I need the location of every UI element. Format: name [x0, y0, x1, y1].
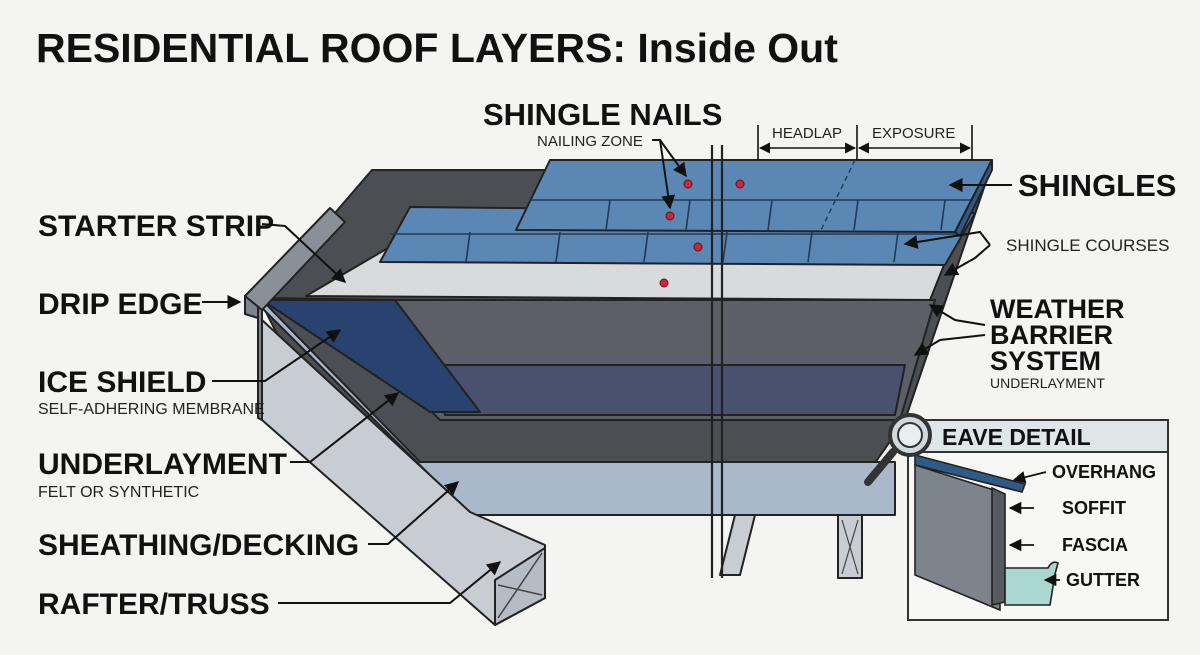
leader-rafter [278, 561, 502, 604]
label-sheathing: SHEATHING/DECKING [38, 529, 359, 562]
section-cut-line [710, 145, 724, 578]
rafter-end-x2 [497, 552, 543, 619]
label-starter-strip: STARTER STRIP [38, 210, 274, 243]
nail-3 [665, 211, 675, 221]
headlap-exposure-dimension [757, 125, 973, 160]
leader-weather-1 [928, 304, 986, 326]
leader-course-lower [943, 244, 991, 276]
label-nailing-zone: NAILING ZONE [537, 133, 643, 150]
leader-ice [212, 329, 342, 382]
label-weather-sub: UNDERLAYMENT [990, 375, 1105, 391]
label-weather-2: BARRIER [990, 320, 1113, 350]
shingle-course-upper [515, 159, 993, 233]
eave-detail-drawing [914, 453, 1059, 612]
underlayment-band-lower [429, 364, 906, 416]
label-drip-edge: DRIP EDGE [38, 288, 203, 321]
nail-4 [693, 242, 703, 252]
label-fascia: FASCIA [1062, 535, 1128, 555]
label-ice-shield: ICE SHIELD [38, 366, 206, 399]
leader-weather-2 [913, 334, 986, 356]
shingle-cutouts-lower [390, 231, 965, 263]
gable-edge [244, 207, 346, 311]
rafter-end-x1 [497, 584, 543, 596]
leader-course-upper [903, 230, 991, 249]
detail-roof-edge [914, 453, 1027, 493]
label-gutter: GUTTER [1066, 570, 1140, 590]
label-exposure: EXPOSURE [872, 125, 955, 142]
eave-detail-header [907, 419, 1169, 453]
leader-underlayment [290, 392, 400, 463]
leader-lines [202, 139, 1012, 604]
roof-structure [244, 159, 993, 626]
label-shingle-courses: SHINGLE COURSES [1006, 236, 1169, 255]
detail-gutter [1004, 561, 1059, 606]
leader-starter [261, 223, 347, 283]
label-ice-shield-sub: SELF-ADHERING MEMBRANE [38, 401, 265, 418]
page-title: RESIDENTIAL ROOF LAYERS: Inside Out [36, 25, 838, 71]
ice-shield-layer [261, 299, 481, 413]
leader-overhang [1012, 471, 1047, 484]
label-weather-1: WEATHER [990, 294, 1125, 324]
label-underlayment: UNDERLAYMENT [38, 448, 287, 481]
eave-detail-panel: EAVE DETAIL OVERHANG SOFFIT FASCIA GUTTE… [907, 419, 1169, 621]
nail-5 [659, 278, 669, 288]
eave-detail-title: EAVE DETAIL [942, 424, 1091, 450]
nail-2 [735, 179, 745, 189]
shingle-cutouts-upper [530, 199, 972, 231]
label-soffit: SOFFIT [1062, 498, 1126, 518]
magnifier-icon [864, 413, 932, 486]
detail-fascia [991, 486, 1006, 607]
label-shingles: SHINGLES [1018, 168, 1176, 203]
label-overhang: OVERHANG [1052, 462, 1156, 482]
label-rafter: RAFTER/TRUSS [38, 588, 270, 621]
headlap-dash-line [819, 159, 856, 233]
leader-nailing-zone-2 [659, 139, 676, 210]
detail-roof-body [914, 463, 1001, 612]
label-weather-3: SYSTEM [990, 346, 1101, 376]
label-underlayment-sub: FELT OR SYNTHETIC [38, 484, 199, 501]
truss-leg-right-x2 [841, 519, 859, 575]
label-shingle-nails: SHINGLE NAILS [483, 97, 722, 132]
truss-leg-center [719, 514, 756, 576]
label-headlap: HEADLAP [772, 125, 842, 142]
leader-sheathing [368, 481, 460, 545]
nail-1 [683, 179, 693, 189]
nail-dots [659, 179, 745, 288]
eave-detail-leaders [1008, 471, 1060, 587]
